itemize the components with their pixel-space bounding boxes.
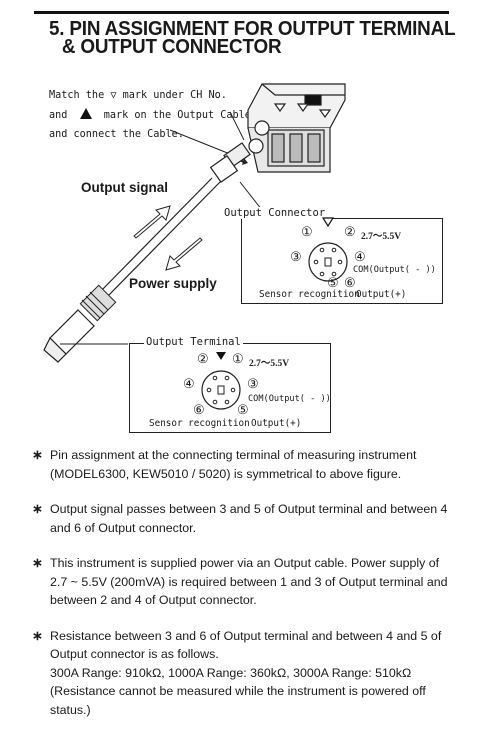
terminal-com-label: COM(Output( - ))	[248, 394, 331, 404]
connector-pin-5: ⑤	[327, 276, 339, 291]
connector-pin-diagram	[308, 217, 348, 282]
connector-plug-illustration	[209, 138, 264, 183]
connector-pin-2: ②	[344, 225, 356, 240]
note-line: This instrument is supplied power via an…	[50, 556, 440, 570]
terminal-pin-5: ⑤	[237, 403, 249, 418]
note-line: (Resistance cannot be measured while the…	[50, 684, 426, 698]
terminal-pin-2: ②	[197, 352, 209, 367]
terminal-pin-diagram	[201, 352, 241, 410]
terminal-output-plus-label: Output(+)	[251, 418, 302, 429]
leader-line	[229, 111, 245, 141]
asterisk-icon: ∗	[32, 627, 43, 643]
connector-pin-1: ①	[301, 225, 313, 240]
signal-arrow-icon	[133, 205, 171, 239]
terminal-pin-4: ④	[183, 377, 195, 392]
note-item: ∗ Output signal passes between 3 and 5 o…	[32, 500, 452, 537]
note-line: 300A Range: 910kΩ, 1000A Range: 360kΩ, 3…	[50, 665, 412, 680]
output-signal-label: Output signal	[81, 180, 168, 195]
asterisk-icon: ∗	[32, 447, 43, 462]
note-line: Resistance between 3 and 6 of Output ter…	[50, 628, 442, 643]
note-line: between 2 and 4 of Output connector.	[50, 593, 257, 607]
power-supply-label: Power supply	[129, 276, 217, 291]
cable	[95, 177, 221, 301]
connector-pin-4: ④	[354, 250, 366, 265]
connector-output-plus-label: Output(+)	[356, 289, 407, 300]
instruction-line-2-pre: and	[49, 109, 68, 121]
terminal-pin-1: ①	[232, 352, 244, 367]
note-item: ∗ This instrument is supplied power via …	[32, 554, 452, 610]
title-line-2: & OUTPUT CONNECTOR	[61, 35, 282, 58]
connector-sensor-label: Sensor recognition	[259, 289, 360, 300]
strain-relief	[79, 284, 117, 322]
connector-pin-6: ⑥	[344, 276, 356, 291]
connector-voltage: 2.7～5.5V	[361, 232, 402, 242]
output-terminal-title: Output Terminal	[144, 336, 243, 348]
asterisk-icon: ∗	[32, 501, 43, 516]
output-connector-title: Output Connector	[222, 207, 328, 219]
terminal-pin-3: ③	[247, 377, 259, 392]
instruction-line-2-post: mark on the Output Cable	[103, 109, 251, 121]
cable-diagram	[43, 83, 346, 363]
instruction-line-1: Match the ▽ mark under CH No.	[49, 90, 227, 101]
terminal-plug-illustration	[43, 309, 95, 363]
note-line: 2.7 ~ 5.5V (200mVA) is required between …	[50, 574, 448, 589]
note-line: and 6 of Output connector.	[50, 520, 197, 535]
leader-line	[239, 181, 263, 211]
asterisk-icon: ∗	[32, 555, 43, 570]
section-title: 5. PIN ASSIGNMENT FOR OUTPUT TERMINAL & …	[49, 17, 456, 58]
instrument-illustration	[247, 83, 346, 173]
instruction-line-2: and mark on the Output Cable	[49, 106, 251, 126]
note-line: status.)	[50, 702, 91, 717]
connector-com-label: COM(Output( - ))	[353, 265, 436, 275]
instruction-text: Match the ▽ mark under CH No. and mark o…	[49, 86, 251, 145]
note-item: ∗ Resistance between 3 and 6 of Output t…	[32, 627, 452, 720]
terminal-voltage: 2.7～5.5V	[249, 359, 290, 369]
power-arrow-icon	[165, 237, 203, 271]
note-line: Pin assignment at the connecting termina…	[50, 448, 417, 462]
terminal-sensor-label: Sensor recognition	[149, 418, 250, 429]
terminal-pin-6: ⑥	[193, 403, 205, 418]
instruction-line-3: and connect the Cable.	[49, 129, 184, 140]
title-line-1: 5. PIN ASSIGNMENT FOR OUTPUT TERMINAL	[49, 17, 456, 40]
note-line: Output connector is as follows.	[50, 647, 219, 661]
title-rule	[34, 11, 449, 14]
note-line: (MODEL6300, KEW5010 / 5020) is symmetric…	[50, 466, 402, 481]
triangle-mark-icon	[321, 217, 335, 228]
note-item: ∗ Pin assignment at the connecting termi…	[32, 446, 452, 483]
connector-pin-3: ③	[290, 250, 302, 265]
note-line: Output signal passes between 3 and 5 of …	[50, 502, 448, 516]
up-arrow-mark-icon	[79, 107, 92, 119]
notes-list: ∗ Pin assignment at the connecting termi…	[32, 446, 452, 736]
triangle-mark-icon	[216, 352, 226, 360]
